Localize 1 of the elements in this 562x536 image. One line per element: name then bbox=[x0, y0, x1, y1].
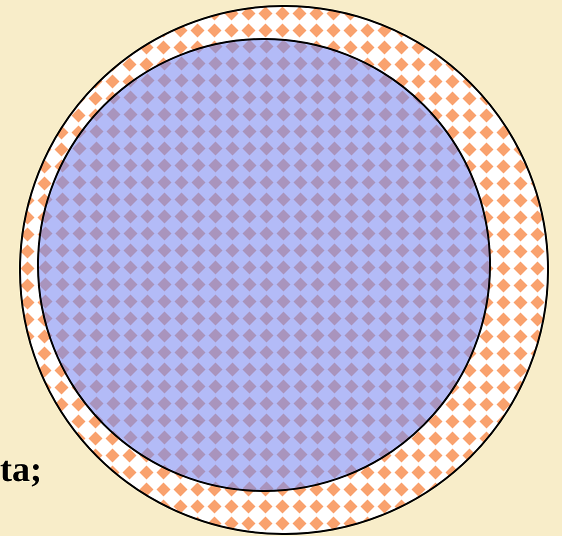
slide-text: ta; bbox=[0, 448, 42, 490]
